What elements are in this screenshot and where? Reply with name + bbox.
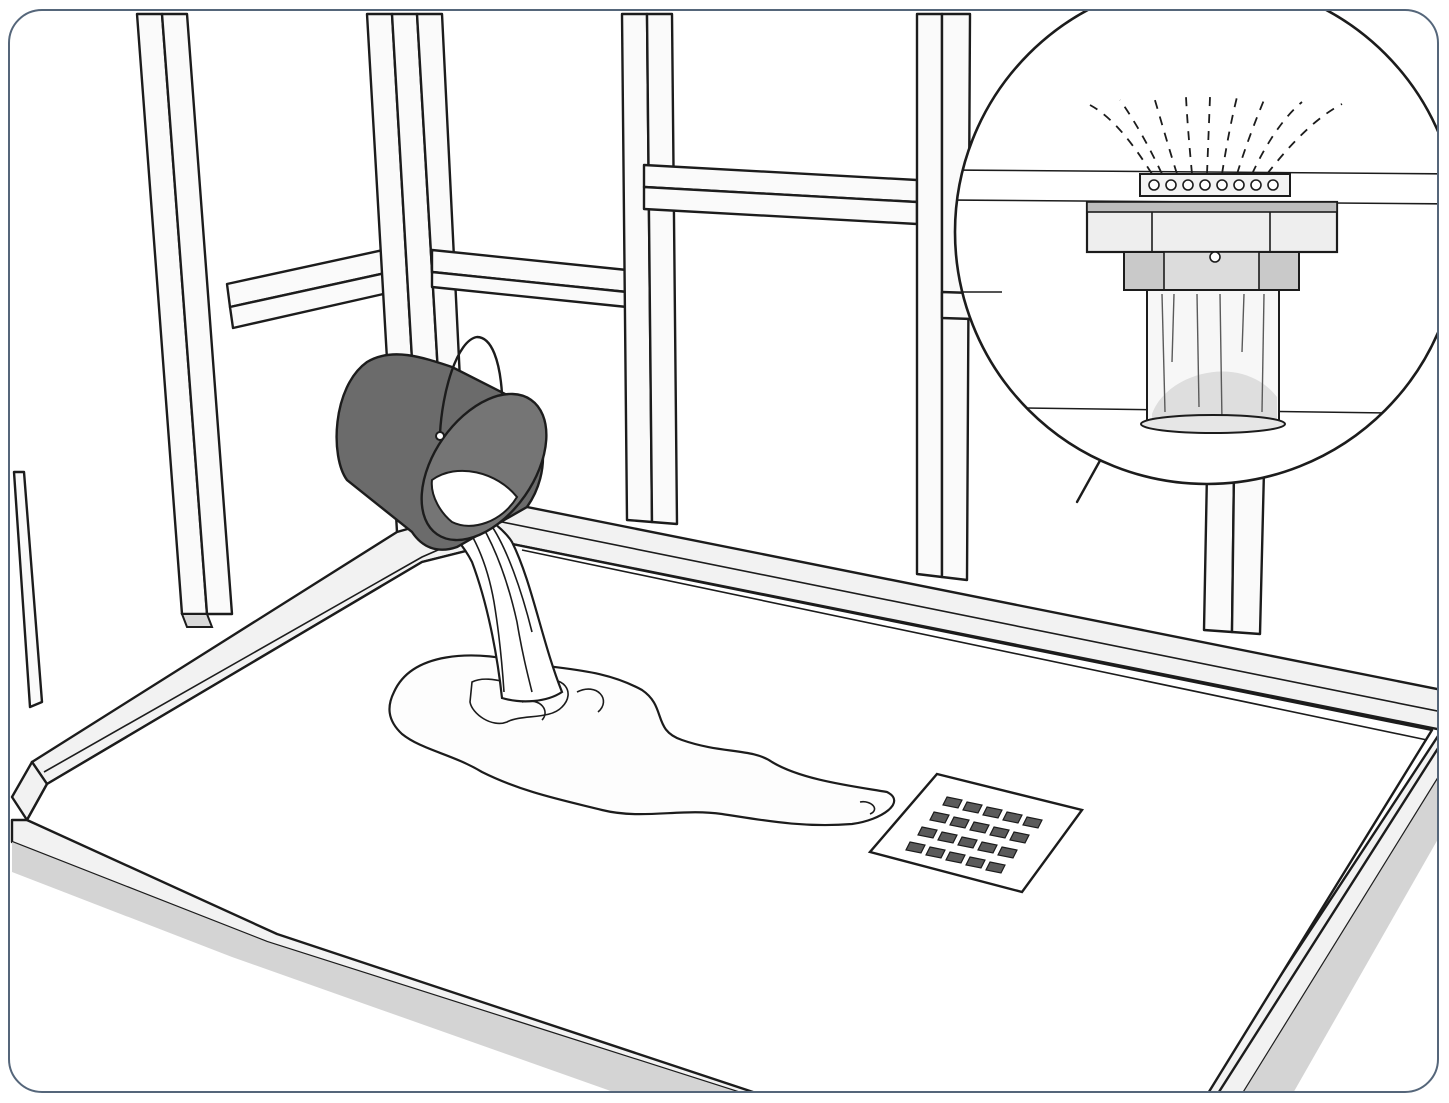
stud-middle-b [647,14,677,524]
stud-far-right-b [1232,470,1264,634]
stud-right-a [917,14,942,577]
illustration-frame [8,9,1439,1093]
stud-far-right-a [1204,472,1234,632]
callout-leader-line [1077,457,1102,502]
magnifier-callout-icon [952,11,1439,502]
shower-pan-flood-test-illustration [10,11,1439,1093]
